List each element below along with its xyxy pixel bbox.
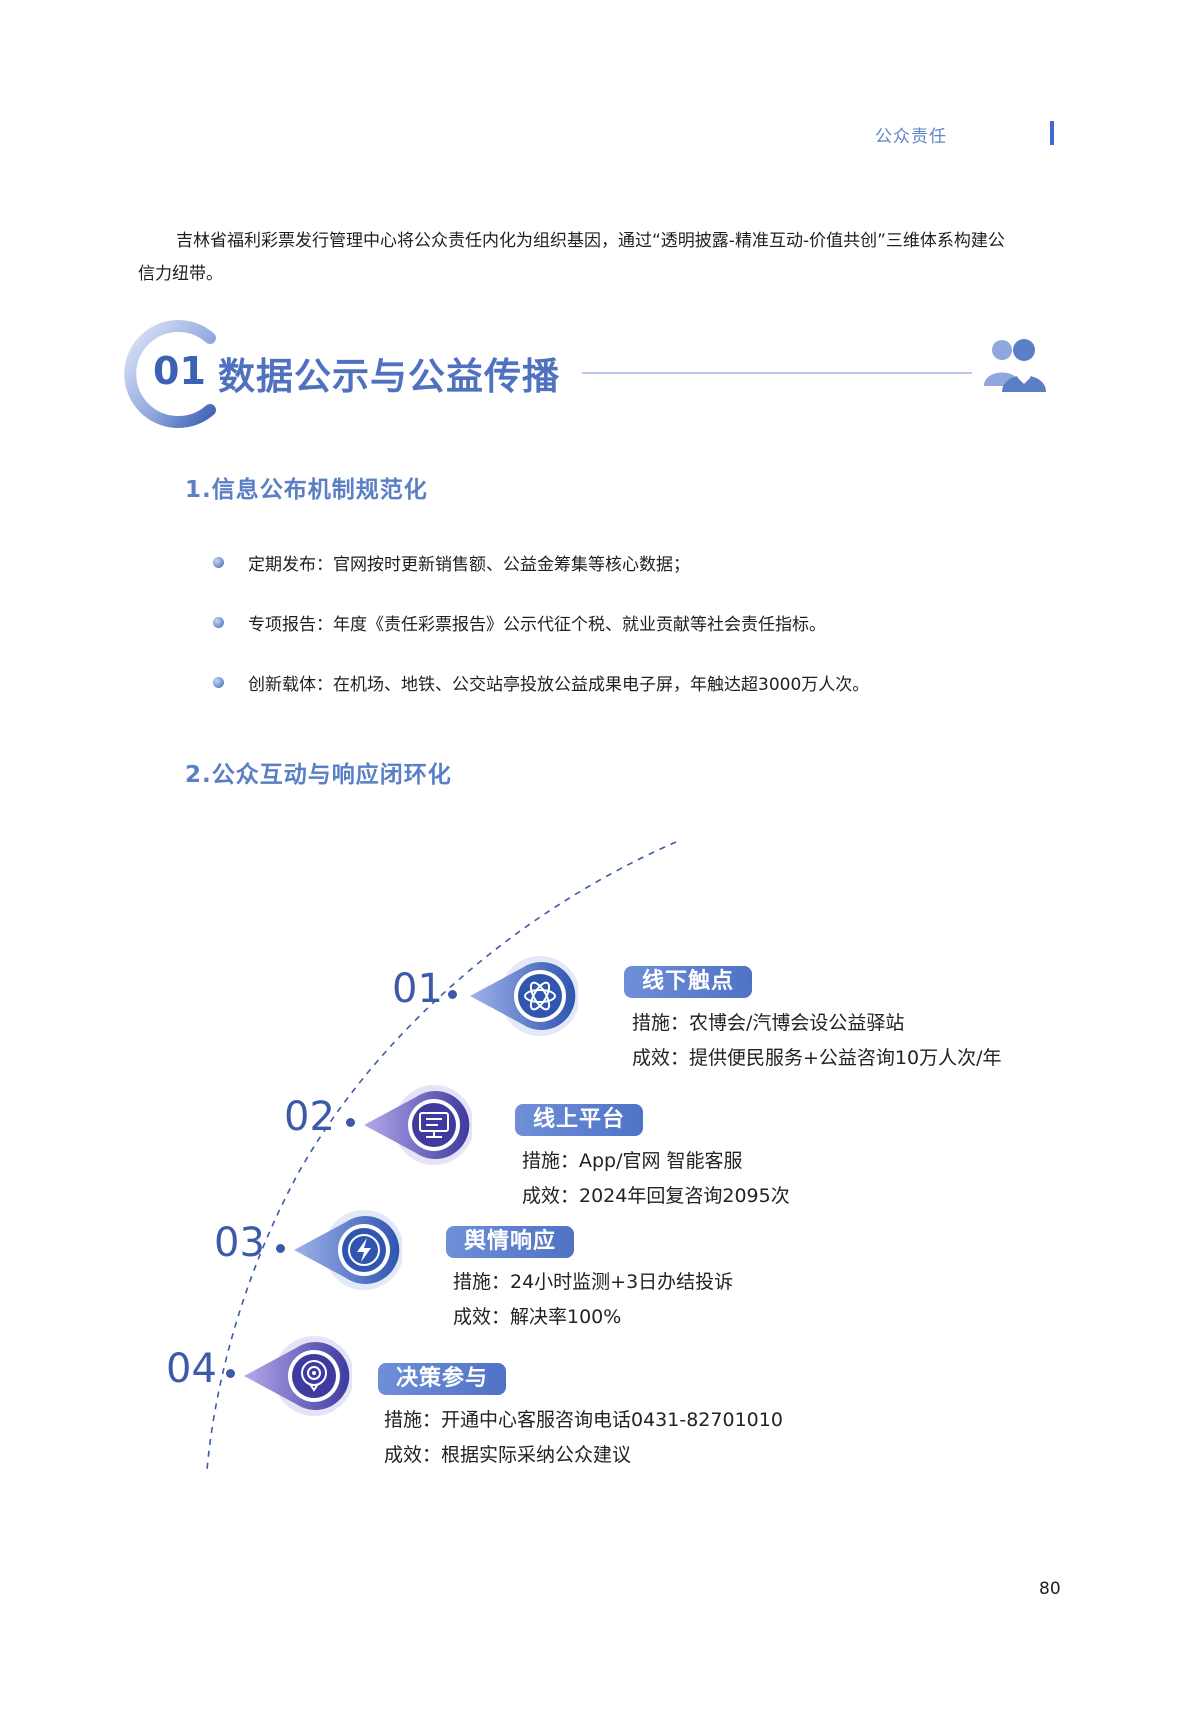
intro-paragraph: 吉林省福利彩票发行管理中心将公众责任内化为组织基因，通过“透明披露-精准互动-价…	[138, 231, 1005, 284]
page-number: 80	[1039, 1579, 1061, 1599]
bullet-item: 创新载体：在机场、地铁、公交站亭投放公益成果电子屏，年触达超3000万人次。	[213, 670, 869, 695]
step-number: 04	[166, 1346, 217, 1392]
step-effect: 成效：根据实际采纳公众建议	[384, 1444, 632, 1466]
step-label: 舆情响应	[446, 1226, 575, 1258]
section-divider	[582, 372, 972, 374]
step-effect: 成效：解决率100%	[453, 1306, 622, 1328]
step-label: 决策参与	[378, 1363, 507, 1395]
step-number: 02	[284, 1094, 335, 1140]
step-number: 01	[392, 966, 443, 1012]
step-measure: 措施：农博会/汽博会设公益驿站	[632, 1012, 905, 1034]
step-dot	[276, 1244, 285, 1253]
step-measure: 措施：24小时监测+3日办结投诉	[453, 1271, 734, 1293]
bullet-text: 定期发布：官网按时更新销售额、公益金筹集等核心数据；	[248, 555, 690, 575]
subheading-info-disclosure: 1.信息公布机制规范化	[185, 477, 428, 503]
step-label: 线上平台	[515, 1104, 644, 1136]
step-dot	[346, 1118, 355, 1127]
section-number: 01	[153, 349, 206, 393]
step-measure: 措施：App/官网 智能客服	[522, 1150, 743, 1172]
bullet-dot-icon	[213, 557, 224, 568]
section-ring-icon	[124, 320, 216, 428]
subheading-public-interaction: 2.公众互动与响应闭环化	[185, 762, 452, 788]
bullet-item: 定期发布：官网按时更新销售额、公益金筹集等核心数据；	[213, 550, 690, 575]
step-dot	[226, 1369, 235, 1378]
step-number: 03	[214, 1220, 265, 1266]
step-label: 线下触点	[624, 966, 753, 998]
target-icon	[244, 1336, 352, 1416]
bullet-text: 专项报告：年度《责任彩票报告》公示代征个税、就业贡献等社会责任指标。	[248, 615, 826, 635]
bullet-item: 专项报告：年度《责任彩票报告》公示代征个税、就业贡献等社会责任指标。	[213, 610, 826, 635]
bullet-dot-icon	[213, 617, 224, 628]
monitor-icon	[364, 1085, 472, 1165]
step-effect: 成效：提供便民服务+公益咨询10万人次/年	[632, 1047, 1002, 1069]
step-dot	[448, 990, 457, 999]
lightning-icon	[294, 1210, 402, 1290]
step-measure: 措施：开通中心客服咨询电话0431-82701010	[384, 1409, 783, 1431]
header-tag: 公众责任	[875, 127, 947, 147]
step-effect: 成效：2024年回复咨询2095次	[522, 1185, 790, 1207]
people-heart-icon	[984, 339, 1046, 392]
bullet-text: 创新载体：在机场、地铁、公交站亭投放公益成果电子屏，年触达超3000万人次。	[248, 675, 870, 695]
section-title: 数据公示与公益传播	[218, 355, 560, 398]
bullet-dot-icon	[213, 677, 224, 688]
atom-icon	[470, 956, 578, 1036]
header-accent-bar	[1050, 121, 1054, 145]
